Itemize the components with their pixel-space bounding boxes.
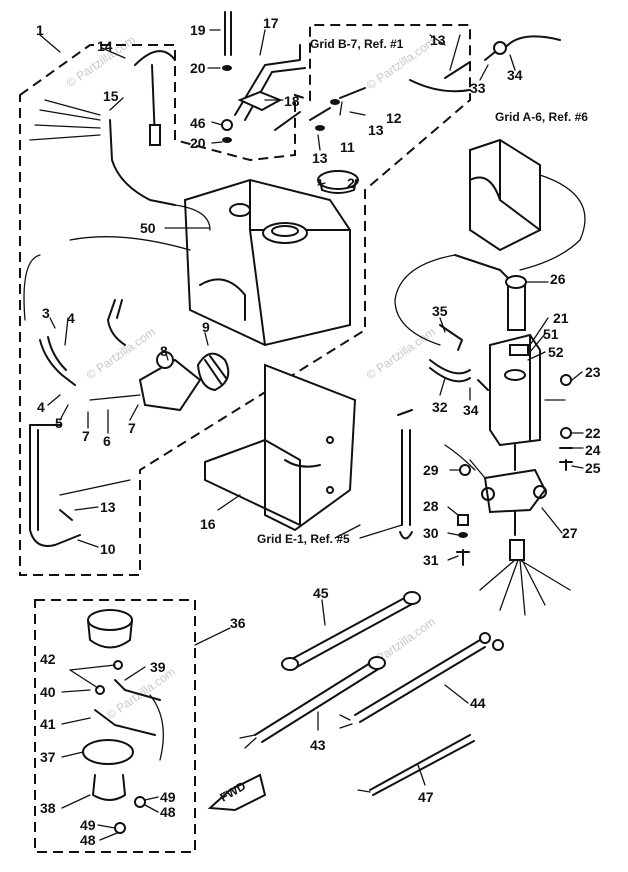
part-label: 20 xyxy=(190,135,206,151)
part-label: 23 xyxy=(585,364,601,380)
ref-grid-e1: Grid E-1, Ref. #5 xyxy=(257,532,350,546)
fittings-11-13 xyxy=(274,61,471,131)
part-label: 19 xyxy=(190,22,206,38)
part-label: 36 xyxy=(230,615,246,631)
fwd-arrow: FWD xyxy=(207,773,267,812)
part-label: 13 xyxy=(100,499,116,515)
part-label: 5 xyxy=(55,415,63,431)
part-label: 2 xyxy=(347,175,355,191)
part-label: 6 xyxy=(103,433,111,449)
part-label: 31 xyxy=(423,552,439,568)
part-label: 4 xyxy=(67,310,75,326)
part-label: 4 xyxy=(37,399,45,415)
meter-kit-outline xyxy=(34,599,196,853)
harness-45 xyxy=(281,591,421,671)
harness-43 xyxy=(239,656,386,749)
hoses-left xyxy=(23,254,141,547)
part-label: 11 xyxy=(340,139,355,155)
part-label: 48 xyxy=(80,832,96,848)
part-label: 13 xyxy=(368,122,384,138)
part-label: 3 xyxy=(42,305,50,321)
switch-block xyxy=(444,444,547,536)
part-label: 40 xyxy=(40,684,56,700)
part-label: 13 xyxy=(430,32,446,48)
part-label: 33 xyxy=(470,80,486,96)
part-label: 44 xyxy=(470,695,486,711)
part-label: 47 xyxy=(418,789,434,805)
tank-bracket xyxy=(204,363,357,532)
harness-47 xyxy=(357,734,475,796)
part-label: 52 xyxy=(548,344,564,360)
part-label: 27 xyxy=(562,525,578,541)
parts-28-31 xyxy=(456,464,471,566)
part-label: 45 xyxy=(313,585,329,601)
reference-labels: Grid B-7, Ref. #1 Grid A-6, Ref. #6 Grid… xyxy=(257,37,588,546)
part-label: 17 xyxy=(263,15,279,31)
grid-e1-tube xyxy=(397,409,413,540)
part-label: 10 xyxy=(100,541,116,557)
part-label: 21 xyxy=(553,310,569,326)
pump-assembly xyxy=(469,138,586,271)
part-label: 42 xyxy=(40,651,56,667)
connector-bundle xyxy=(479,539,571,616)
fuel-filter xyxy=(138,351,230,412)
part-label: 7 xyxy=(128,420,136,436)
part-label: 1 xyxy=(36,22,44,38)
part-label: 43 xyxy=(310,737,326,753)
part-label: 30 xyxy=(423,525,439,541)
hose-32 xyxy=(429,359,471,383)
part-label: 39 xyxy=(150,659,166,675)
part-label: 12 xyxy=(386,110,402,126)
part-label: 34 xyxy=(507,67,523,83)
meter-kit-parts xyxy=(82,609,164,834)
oil-tank xyxy=(183,170,359,347)
part-label: 8 xyxy=(160,343,168,359)
part-label: 9 xyxy=(202,319,210,335)
watermark: © Partzilla.com xyxy=(84,325,158,383)
part-label: 29 xyxy=(423,462,439,478)
part-label: 14 xyxy=(97,38,113,54)
watermark: © Partzilla.com xyxy=(364,325,438,383)
part-label: 49 xyxy=(80,817,96,833)
part-label: 28 xyxy=(423,498,439,514)
part-label: 16 xyxy=(200,516,216,532)
part-label: 18 xyxy=(284,93,300,109)
part-label: 7 xyxy=(82,428,90,444)
ref-grid-b7: Grid B-7, Ref. #1 xyxy=(310,37,404,51)
part-label: 13 xyxy=(312,150,328,166)
oil-level-sensor xyxy=(394,254,527,351)
part-label: 26 xyxy=(550,271,566,287)
leader-lines xyxy=(39,29,584,841)
parts-33-34 xyxy=(484,35,561,61)
main-group-outline xyxy=(19,24,471,576)
part-label: 37 xyxy=(40,749,56,765)
part-label: 22 xyxy=(585,425,601,441)
part-label: 41 xyxy=(40,716,56,732)
harness-44 xyxy=(339,632,504,729)
part-label: 15 xyxy=(103,88,119,104)
part-label: 48 xyxy=(160,804,176,820)
part-19-pin xyxy=(221,11,233,143)
part-17-lever xyxy=(234,44,306,121)
part-label: 38 xyxy=(40,800,56,816)
part-14-rod xyxy=(134,50,176,146)
ref-grid-a6: Grid A-6, Ref. #6 xyxy=(495,110,588,124)
part-label: 20 xyxy=(190,60,206,76)
part-label: 34 xyxy=(463,402,479,418)
part-label: 49 xyxy=(160,789,176,805)
part-label: 25 xyxy=(585,460,601,476)
part-label: 32 xyxy=(432,399,448,415)
sub-tank xyxy=(477,333,566,447)
part-label: 24 xyxy=(585,442,601,458)
wire-harness-15 xyxy=(29,99,211,251)
part-label: 35 xyxy=(432,303,448,319)
part-label: 46 xyxy=(190,115,206,131)
part-label: 51 xyxy=(543,326,559,342)
part-number-labels: 1 2 3 4 4 5 6 7 7 8 9 10 11 12 13 13 13 … xyxy=(36,15,601,848)
screws-22-25 xyxy=(559,374,573,471)
part-label: 50 xyxy=(140,220,156,236)
